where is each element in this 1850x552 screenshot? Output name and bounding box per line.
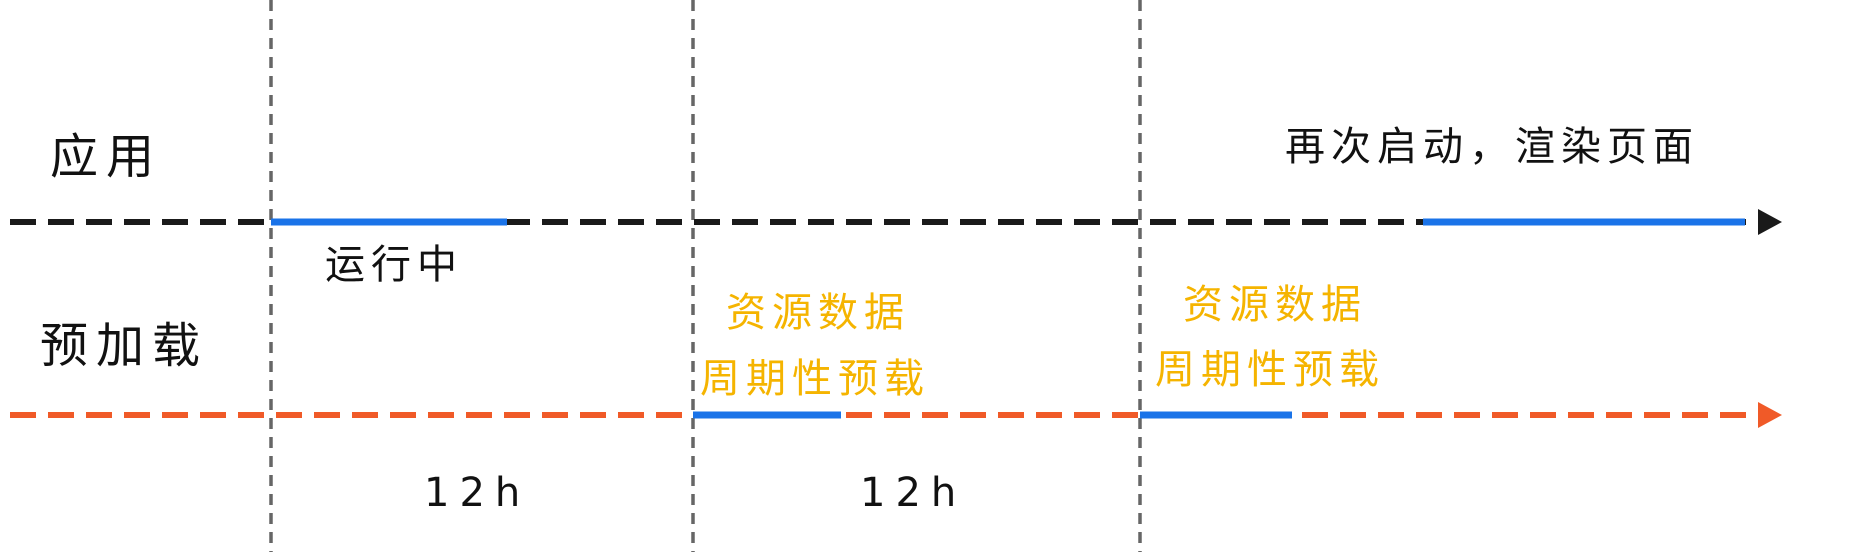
interval-label-1: 12h <box>424 470 531 516</box>
preload-2-line2: 周期性预载 <box>1155 347 1385 393</box>
app-timeline-arrowhead <box>1758 209 1782 235</box>
preload-1-line2: 周期性预载 <box>700 356 930 402</box>
preload-timeline-arrowhead <box>1758 402 1782 428</box>
relaunch-label: 再次启动，渲染页面 <box>1285 124 1699 170</box>
preload-row-label: 预加载 <box>40 318 209 374</box>
running-label: 运行中 <box>325 242 463 288</box>
interval-label-2: 12h <box>860 470 967 516</box>
preload-1-line1: 资源数据 <box>726 290 910 336</box>
preload-2-line1: 资源数据 <box>1183 282 1367 328</box>
app-row-label: 应用 <box>50 129 163 185</box>
